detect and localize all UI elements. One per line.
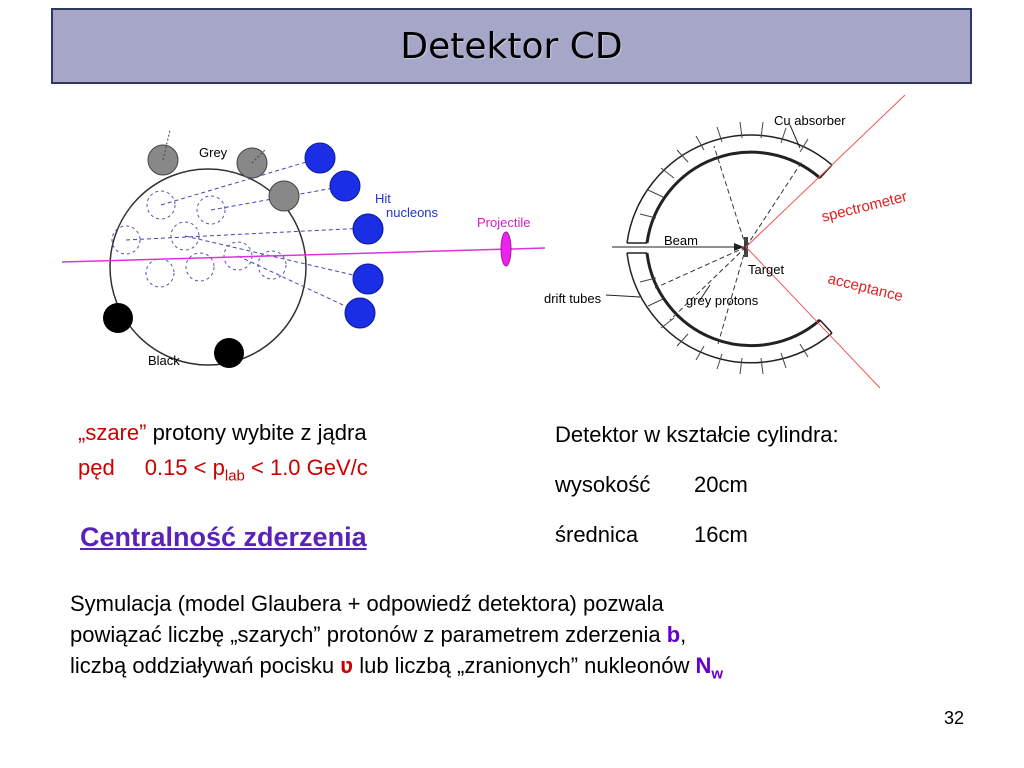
momentum-label: pęd: [78, 455, 115, 480]
label-hit: Hit: [375, 191, 391, 206]
drift-tubes: [639, 121, 809, 375]
detector-ring-outer: [626, 134, 833, 244]
para-line-2: powiązać liczbę „szarych” protonów z par…: [70, 622, 687, 647]
grey-nucleons: [147, 144, 300, 212]
trajectory-lines: [125, 157, 367, 313]
label-beam: Beam: [664, 233, 698, 248]
label-grey: Grey: [199, 145, 228, 160]
simulation-paragraph: Symulacja (model Glaubera + odpowiedź de…: [70, 588, 723, 689]
hit-nucleons: [304, 142, 384, 329]
slide-title: Detektor CD: [400, 25, 623, 67]
diameter-value: 16cm: [694, 522, 748, 547]
label-cu-absorber: Cu absorber: [774, 113, 846, 128]
detector-ring-inner: [645, 150, 821, 244]
acceptance-lines: [745, 94, 906, 389]
nu-symbol: ʋ: [340, 653, 354, 678]
label-grey-protons: grey protons: [686, 293, 759, 308]
diameter-label: średnica: [555, 522, 639, 547]
momentum-line: pęd 0.15 < plab < 1.0 GeV/c: [78, 455, 368, 489]
para-line-1: Symulacja (model Glaubera + odpowiedź de…: [70, 591, 664, 616]
height-label: wysokość: [555, 472, 651, 497]
grey-protons-line: „szare” protony wybite z jądra: [78, 420, 367, 446]
nucleus-circle: [109, 168, 307, 366]
projectile-beam: [61, 247, 546, 263]
black-nucleons: [103, 303, 244, 368]
impact-parameter-b: b: [666, 622, 681, 647]
page-number: 32: [943, 708, 964, 728]
momentum-range-a: 0.15 < p: [144, 455, 225, 480]
label-black: Black: [148, 353, 180, 368]
centrality-link[interactable]: Centralność zderzenia: [80, 522, 367, 552]
title-bar: Detektor CD: [51, 8, 972, 84]
nw-symbol: Nw: [695, 653, 724, 683]
szare-word: „szare”: [78, 420, 147, 445]
proton-tracks: [654, 145, 804, 345]
label-nucleons: nucleons: [386, 205, 439, 220]
height-value: 20cm: [694, 472, 748, 497]
detector-shape-line: Detektor w kształcie cylindra:: [555, 422, 839, 447]
para-line-3: liczbą oddziaływań pocisku ʋ lub liczbą …: [70, 653, 724, 683]
label-projectile: Projectile: [477, 215, 531, 230]
label-drift-tubes: drift tubes: [544, 291, 602, 306]
momentum-sub: lab: [224, 467, 245, 485]
grey-protons-rest: protony wybite z jądra: [146, 420, 367, 445]
projectile-ellipse: [500, 231, 512, 267]
momentum-range-b: < 1.0 GeV/c: [244, 455, 368, 480]
label-target: Target: [748, 262, 785, 277]
